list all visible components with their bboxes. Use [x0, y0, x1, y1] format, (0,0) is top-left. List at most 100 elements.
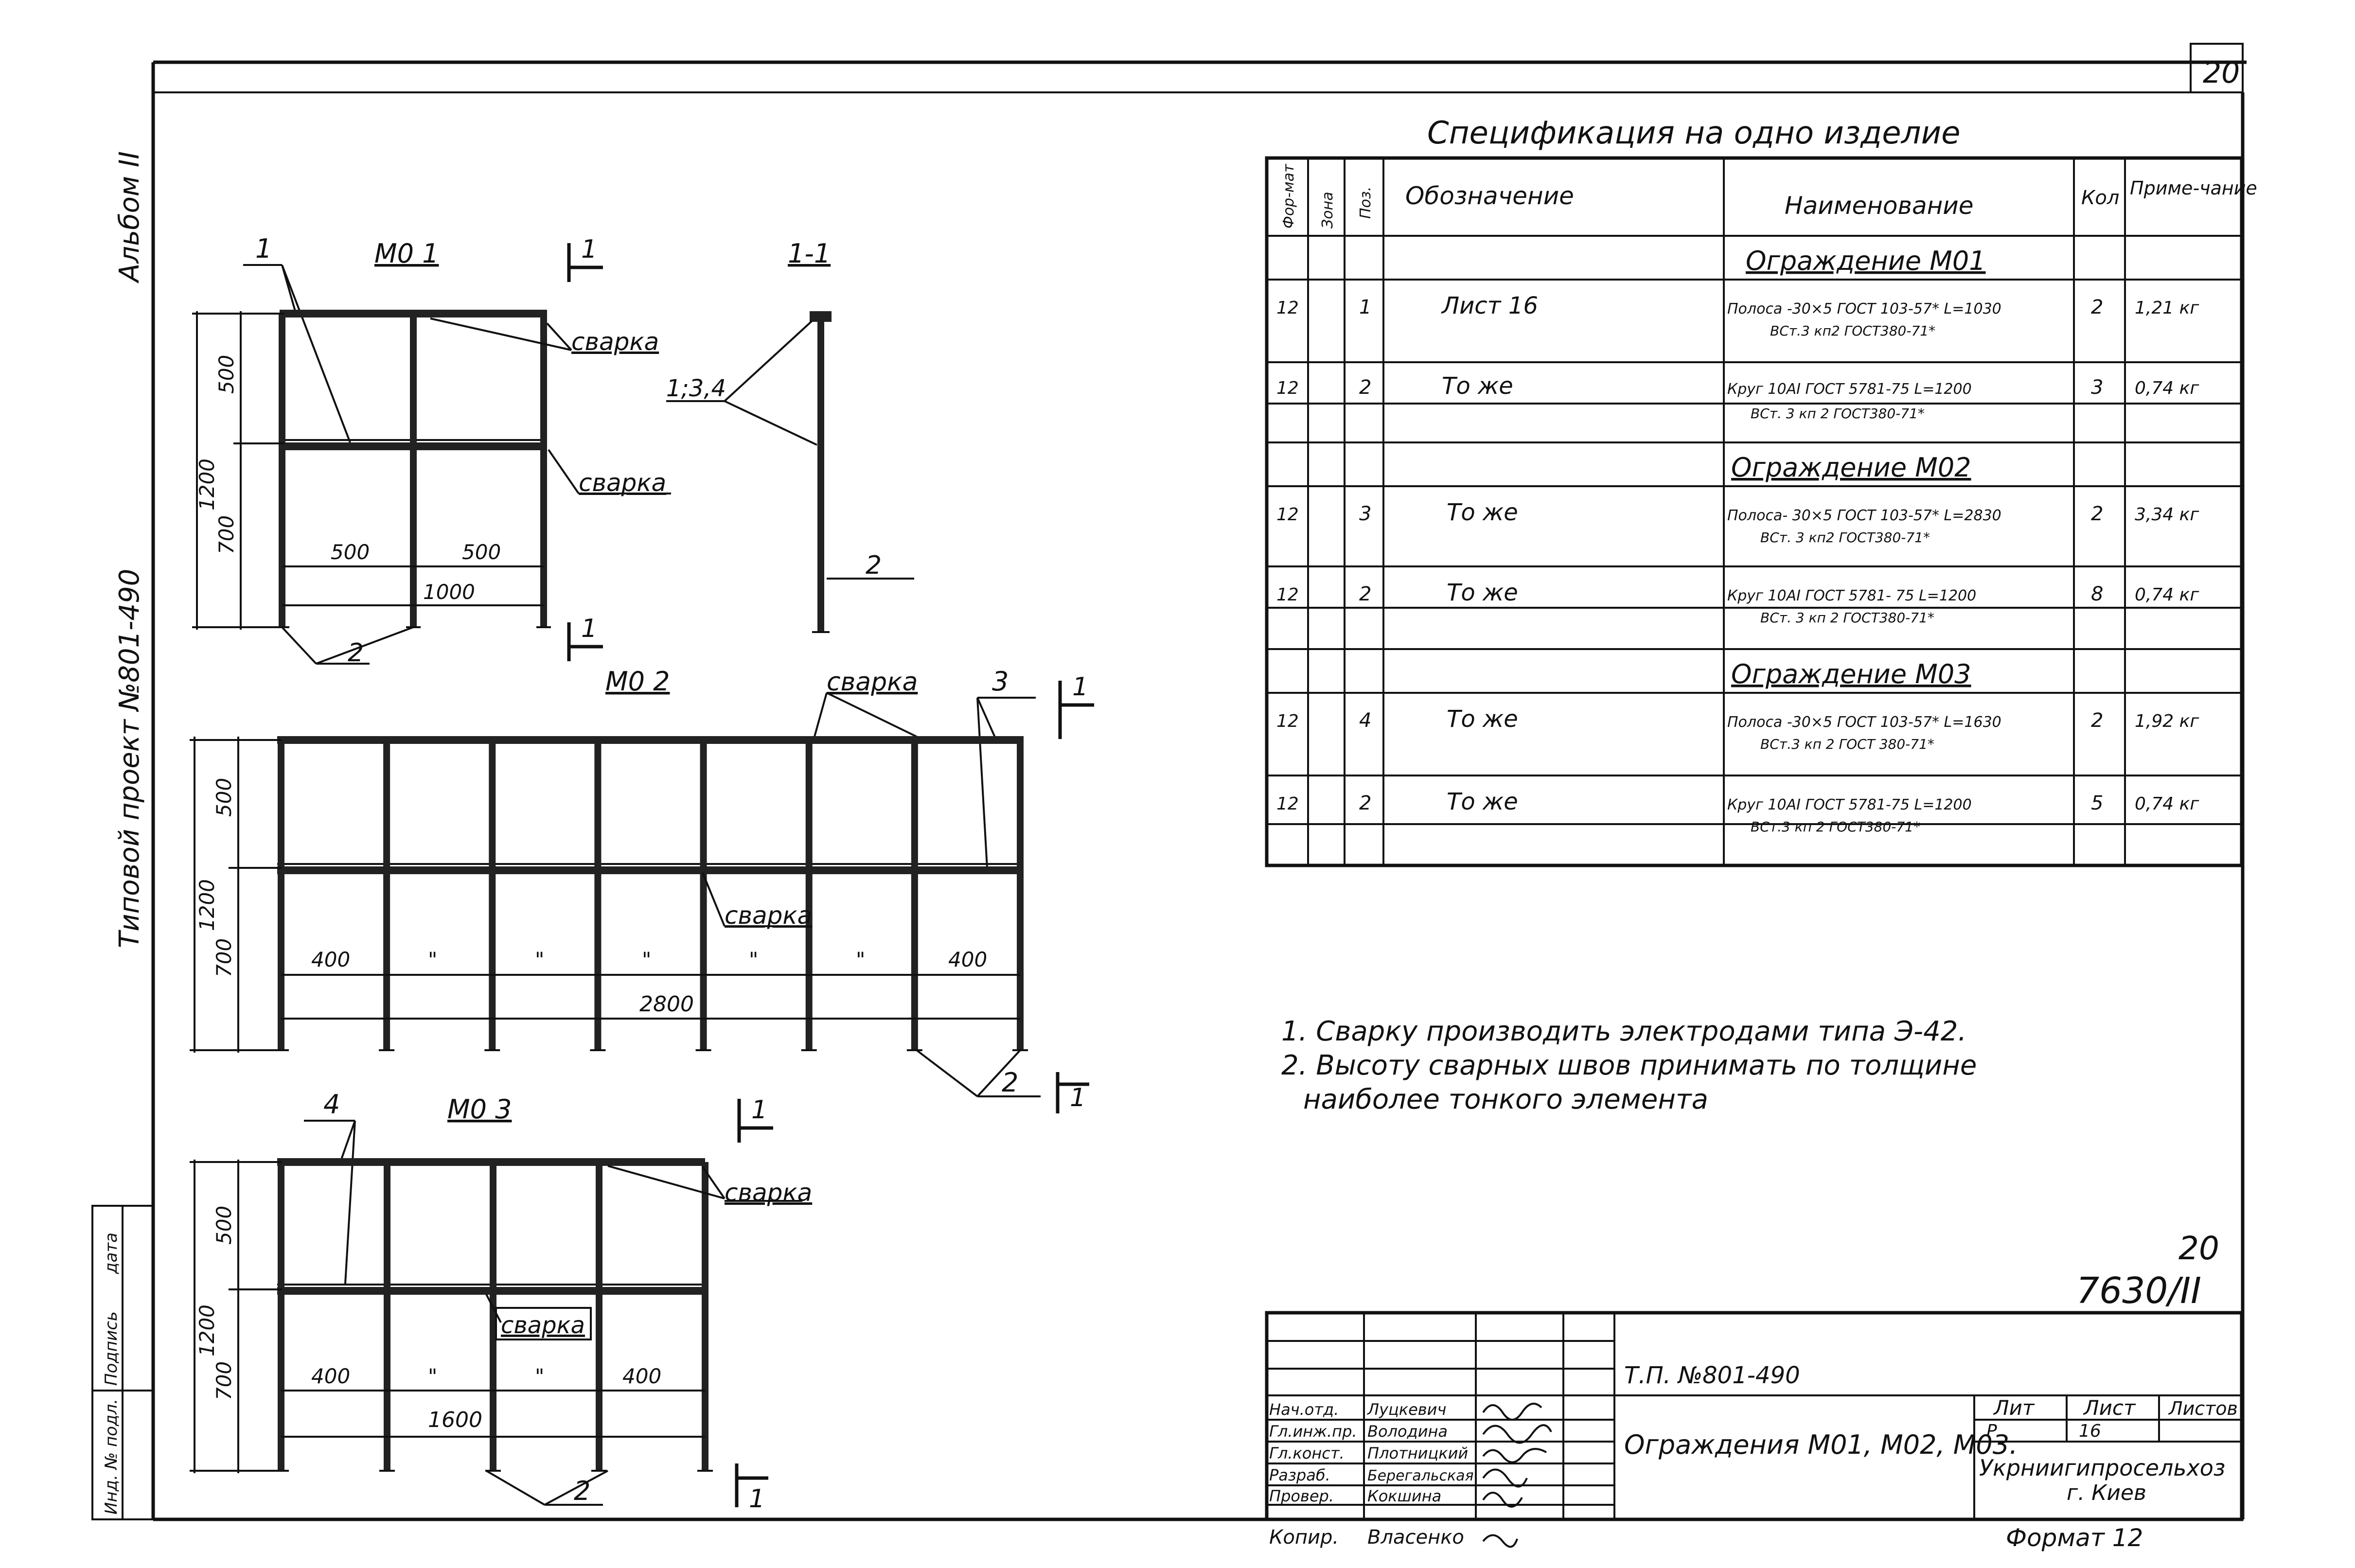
specification-table: Спецификация на одно изделие Фор-мат Зон… — [1265, 115, 2257, 867]
tb-sheet: 16 — [2079, 1421, 2101, 1441]
m02-cut-top: 1 — [1072, 672, 1088, 702]
m01-weld-label-top: сварка — [571, 328, 659, 356]
group-title-m03: Ограждение М03 — [1731, 659, 1971, 689]
row2-qty: 3 — [2091, 376, 2103, 399]
section-title: 1-1 — [788, 238, 831, 269]
tb-stage: Р — [1986, 1421, 1997, 1441]
tb-person-3: Плотницкий — [1367, 1444, 1468, 1462]
header-note: Приме-чание — [2130, 177, 2257, 199]
row5-name1: Полоса -30×5 ГОСТ 103-57* L=1630 — [1727, 714, 2001, 731]
m01-span-1: 500 — [331, 540, 370, 564]
row3-format: 12 — [1276, 505, 1299, 525]
row5-name2: ВСт.3 кп 2 ГОСТ 380-71* — [1760, 736, 1934, 752]
m02-span-total: 2800 — [639, 992, 694, 1017]
archive-number-top: 20 — [2178, 1230, 2219, 1267]
sheet-number: 20 — [2203, 56, 2240, 90]
row4-pos: 2 — [1359, 583, 1371, 605]
tb-role-5: Провер. — [1269, 1487, 1334, 1505]
tb-name: Ограждения М01, М02, М03. — [1624, 1429, 2018, 1460]
m03-span-mid-1: " — [428, 1364, 437, 1388]
row3-name1: Полоса- 30×5 ГОСТ 103-57* L=2830 — [1727, 507, 2001, 524]
m03-dim-500: 500 — [212, 1206, 236, 1245]
row3-name2: ВСт. 3 кп2 ГОСТ380-71* — [1760, 529, 1930, 546]
row6-pos: 2 — [1359, 792, 1371, 814]
album-label: Альбом II — [114, 151, 145, 283]
row3-designation: То же — [1447, 499, 1518, 526]
row4-qty: 8 — [2091, 583, 2103, 605]
row6-note: 0,74 кг — [2135, 794, 2199, 814]
m03-dim-700: 700 — [212, 1361, 236, 1400]
tb-sheet-header: Лист — [2083, 1396, 2136, 1420]
m01-span-2: 500 — [462, 540, 501, 564]
sheet-number-box: 20 — [2190, 43, 2244, 93]
row6-name1: Круг 10АI ГОСТ 5781-75 L=1200 — [1727, 796, 1972, 813]
row2-format: 12 — [1276, 378, 1299, 398]
row4-note: 0,74 кг — [2135, 585, 2199, 605]
m02-title: М0 2 — [605, 666, 670, 697]
row3-pos: 3 — [1359, 503, 1371, 525]
row5-designation: То же — [1447, 705, 1518, 733]
section-leader-2: 2 — [866, 551, 882, 580]
archive-number-bottom: 7630/II — [2076, 1270, 2201, 1312]
tb-role-1: Нач.отд. — [1269, 1400, 1339, 1419]
tb-person-5: Кокшина — [1367, 1487, 1441, 1505]
m02-leader-2: 2 — [1002, 1067, 1018, 1098]
header-name: Наименование — [1785, 192, 1974, 220]
m02-leader-3: 3 — [992, 666, 1009, 697]
stamp-cell-2: Подпись — [102, 1311, 121, 1386]
row6-name2: ВСт.3 кп 2 ГОСТ380-71* — [1751, 819, 1920, 835]
stamp-cell-3: дата — [102, 1233, 121, 1274]
m02-span-mid-1: " — [428, 948, 437, 971]
row1-format: 12 — [1276, 298, 1299, 318]
drawing-m03: М0 3 4 1 сварка 500 700 1200 400 " " 400 — [190, 1089, 812, 1514]
m01-title: М0 1 — [374, 238, 439, 269]
row1-designation: Лист 16 — [1441, 292, 1538, 319]
m03-weld-label-top: сварка — [725, 1179, 812, 1207]
row2-name1: Круг 10АI ГОСТ 5781-75 L=1200 — [1727, 381, 1972, 398]
spec-title: Спецификация на одно изделие — [1427, 115, 1961, 151]
m03-posts — [273, 1162, 713, 1472]
notes: 1. Сварку производить электродами типа Э… — [1281, 1016, 1977, 1115]
row4-name1: Круг 10АI ГОСТ 5781- 75 L=1200 — [1727, 587, 1976, 604]
row4-name2: ВСт. 3 кп 2 ГОСТ380-71* — [1760, 610, 1934, 626]
m03-dim-1200: 1200 — [195, 1304, 219, 1357]
row4-format: 12 — [1276, 585, 1299, 605]
m03-title: М0 3 — [447, 1094, 512, 1125]
note-3: наиболее тонкого элемента — [1303, 1084, 1708, 1115]
archive-number: 20 7630/II — [2076, 1230, 2219, 1312]
m01-span-total: 1000 — [423, 580, 475, 604]
header-qty: Кол — [2081, 187, 2119, 209]
m02-span-last: 400 — [948, 948, 987, 971]
row2-designation: То же — [1442, 372, 1513, 400]
row1-note: 1,21 кг — [2135, 298, 2199, 318]
m02-span-mid-2: " — [535, 948, 544, 971]
m01-dim-700: 700 — [214, 515, 238, 554]
m03-leader-2: 2 — [574, 1476, 590, 1506]
m03-span-last: 400 — [622, 1364, 661, 1388]
row2-pos: 2 — [1359, 376, 1371, 399]
m01-leader-1: 1 — [255, 233, 272, 264]
m02-span-mid-4: " — [749, 948, 758, 971]
m03-cut-top: 1 — [751, 1095, 767, 1125]
m01-cut-top: 1 — [581, 235, 597, 264]
section-callout: 1;3,4 — [666, 375, 726, 402]
sheet-frame — [151, 60, 2247, 1521]
row5-format: 12 — [1276, 711, 1299, 731]
tb-person-1: Луцкевич — [1367, 1400, 1446, 1419]
m02-dim-500: 500 — [212, 778, 236, 817]
row1-name2: ВСт.3 кп2 ГОСТ380-71* — [1770, 323, 1935, 339]
m01-cut-bottom: 1 — [581, 614, 597, 643]
m02-cut-bottom: 1 — [1070, 1083, 1086, 1112]
m03-leader-4: 4 — [323, 1089, 340, 1120]
row3-qty: 2 — [2091, 503, 2103, 525]
tb-org-2: г. Киев — [2067, 1480, 2146, 1505]
tb-org-1: Укрниигипросельхоз — [1979, 1455, 2225, 1481]
title-block: Т.П. №801-490 Ограждения М01, М02, М03. … — [1265, 1311, 2244, 1521]
signature-scribbles — [1482, 1403, 1552, 1508]
group-title-m01: Ограждение М01 — [1746, 246, 1986, 276]
note-1: 1. Сварку производить электродами типа Э… — [1281, 1016, 1966, 1047]
m02-dim-1200: 1200 — [195, 879, 219, 931]
row1-name1: Полоса -30×5 ГОСТ 103-57* L=1030 — [1727, 300, 2001, 317]
m03-weld-label-mid: сварка — [501, 1312, 585, 1339]
m01-dim-1200: 1200 — [195, 458, 219, 511]
